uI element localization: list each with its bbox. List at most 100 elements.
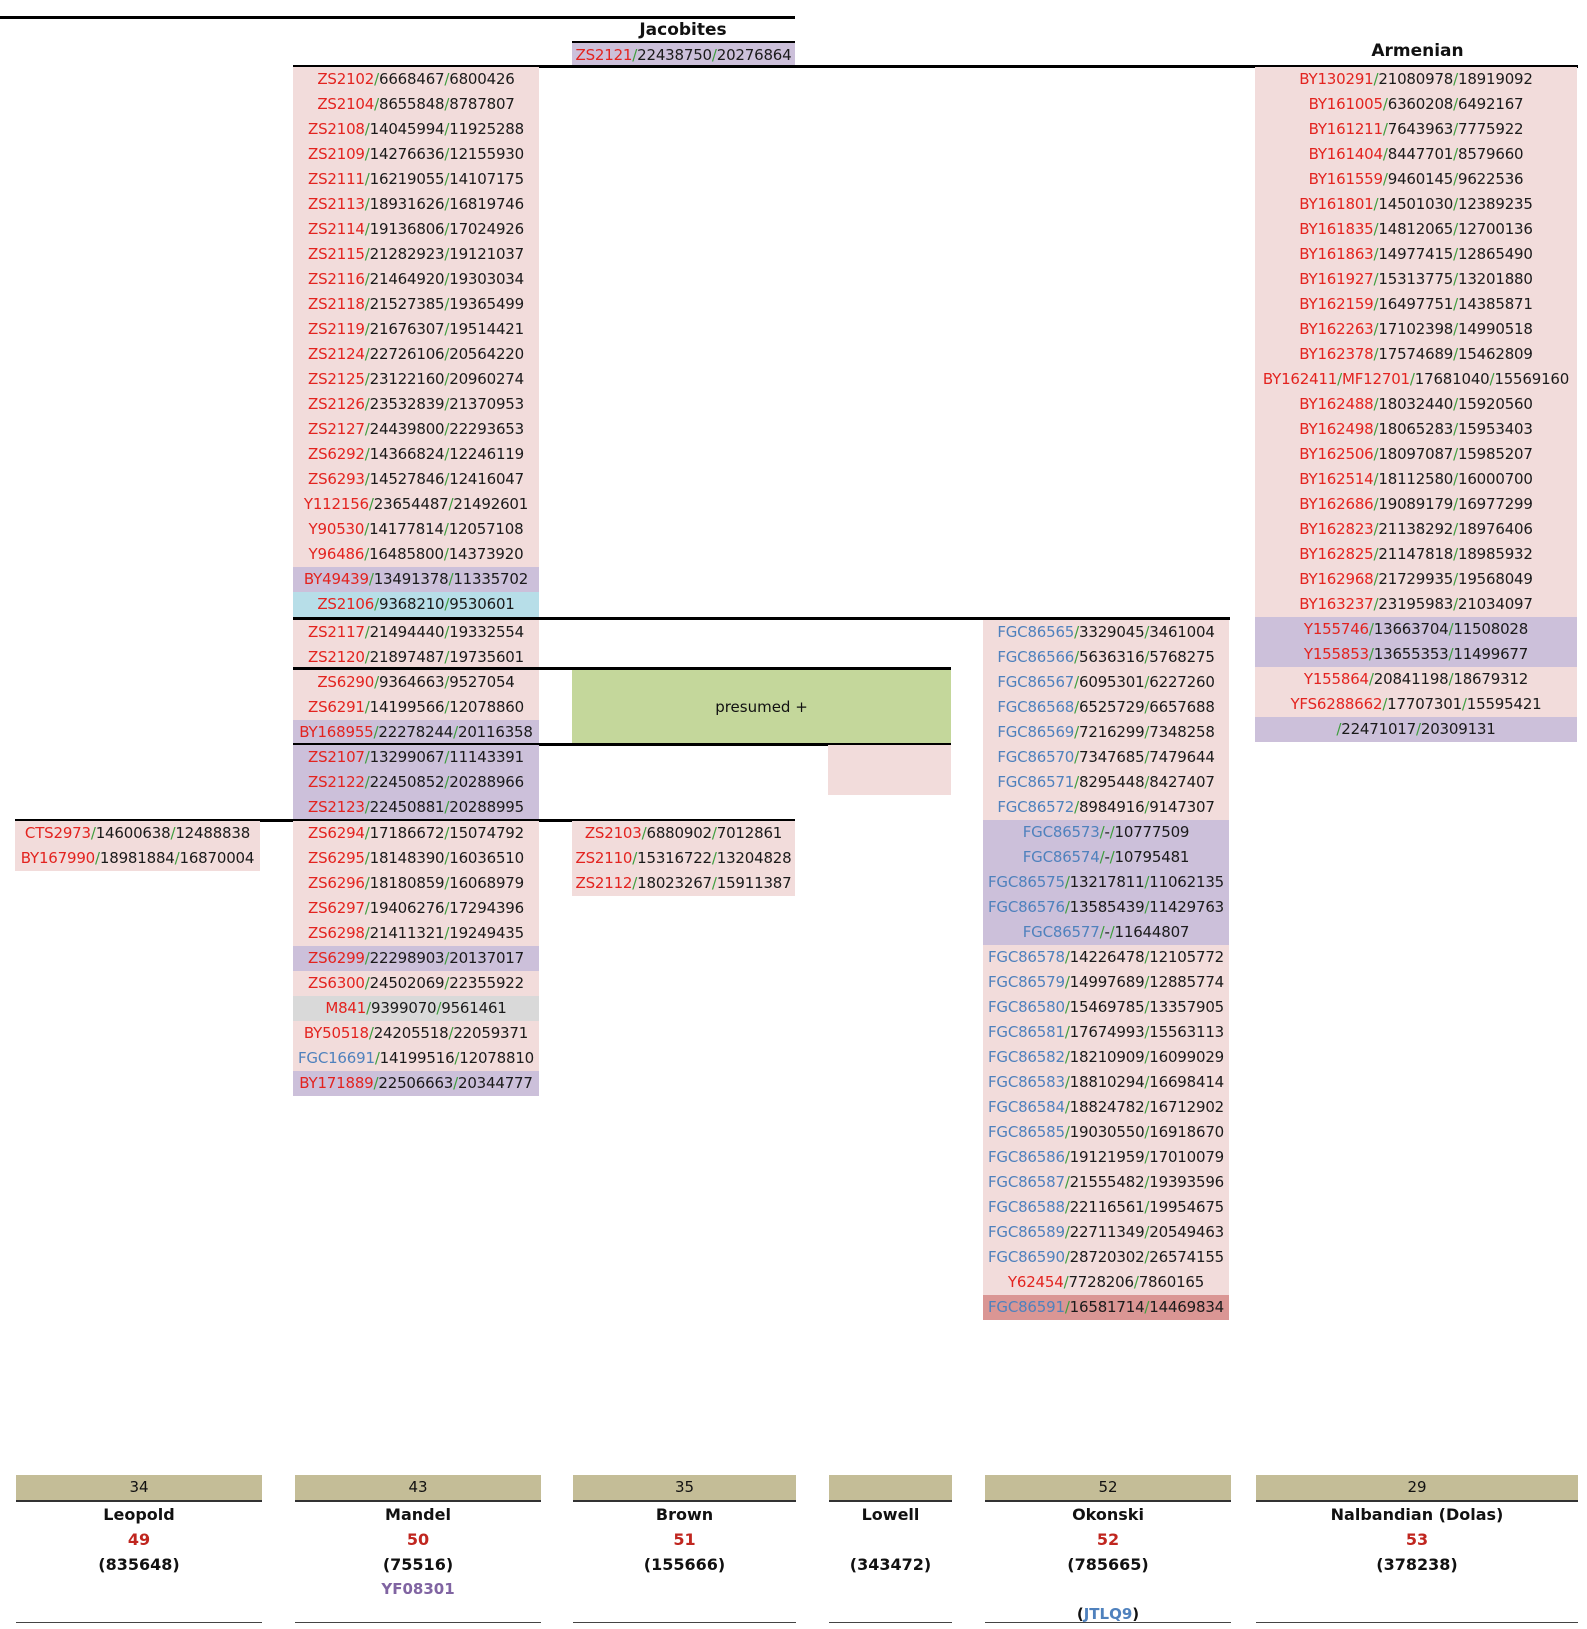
snp-position-hg19: 21555482 xyxy=(1069,1173,1145,1191)
separator: / xyxy=(444,195,450,213)
snp-cell: FGC86569/7216299/7348258 xyxy=(983,720,1229,745)
snp-position-hg19: 14812065 xyxy=(1378,220,1454,238)
separator: / xyxy=(1064,1248,1070,1266)
snp-name: FGC86570 xyxy=(997,748,1075,766)
snp-name: ZS6293 xyxy=(308,470,365,488)
snp-position-hg19: 22116561 xyxy=(1069,1198,1145,1216)
footer-nalbandian: 29 Nalbandian (Dolas) 53 (378238) xyxy=(1256,1475,1578,1623)
snp-position-hg38: 22293653 xyxy=(449,420,524,438)
separator: / xyxy=(444,748,450,766)
separator: / xyxy=(364,623,370,641)
separator: / xyxy=(1373,570,1379,588)
separator: / xyxy=(1373,195,1379,213)
separator: / xyxy=(444,595,450,613)
snp-cell: FGC86588/22116561/19954675 xyxy=(983,1195,1229,1220)
snp-name: BY162506 xyxy=(1299,445,1374,463)
separator: / xyxy=(1382,145,1388,163)
snp-position-hg19: 16219055 xyxy=(369,170,445,188)
snp-position-hg38: 7775922 xyxy=(1458,120,1524,138)
snp-name: BY162378 xyxy=(1299,345,1374,363)
snp-name: BY163237 xyxy=(1299,595,1374,613)
footer-index: 53 xyxy=(1405,1530,1429,1549)
snp-cell: FGC86586/19121959/17010079 xyxy=(983,1145,1229,1170)
separator: / xyxy=(1453,220,1458,238)
snp-position-hg19: 18180859 xyxy=(369,874,445,892)
snp-cell: ZS2122/22450852/20288966 xyxy=(293,770,539,795)
branch-line-2 xyxy=(293,617,1230,620)
separator: / xyxy=(444,974,450,992)
snp-position-hg38: 14990518 xyxy=(1458,320,1533,338)
snp-cell: BY162411/MF12701/17681040/15569160 xyxy=(1255,367,1577,392)
snp-position-hg38: 17024926 xyxy=(449,220,524,238)
separator: / xyxy=(1074,773,1080,791)
separator: / xyxy=(364,949,370,967)
snp-cell: ZS2124/22726106/20564220 xyxy=(293,342,539,367)
snp-name: ZS6291 xyxy=(308,698,365,716)
separator: / xyxy=(1099,923,1105,941)
snp-position-hg38: 14373920 xyxy=(448,545,524,563)
separator: / xyxy=(1109,848,1115,866)
separator: / xyxy=(1373,245,1379,263)
separator: / xyxy=(632,849,638,867)
separator: / xyxy=(1382,170,1388,188)
snp-position-hg19: 22278244 xyxy=(378,723,454,741)
snp-position-hg38: 16000700 xyxy=(1458,470,1533,488)
snp-cell: FGC86565/3329045/3461004 xyxy=(983,620,1229,645)
snp-position-hg19: 21729935 xyxy=(1378,570,1454,588)
snp-cell: FGC86579/14997689/12885774 xyxy=(983,970,1229,995)
snp-position-hg19: 19121959 xyxy=(1069,1148,1145,1166)
separator: / xyxy=(1373,70,1379,88)
footer-name: Nalbandian (Dolas) xyxy=(1330,1505,1504,1524)
separator: / xyxy=(364,924,370,942)
snp-position-hg19: 21897487 xyxy=(369,648,445,666)
snp-name: ZS2123 xyxy=(308,798,365,816)
snp-position-hg38: 17294396 xyxy=(449,899,524,917)
snp-position-hg38: 15563113 xyxy=(1149,1023,1225,1041)
snp-cell: ZS2118/21527385/19365499 xyxy=(293,292,539,317)
separator: / xyxy=(1144,648,1150,666)
separator: / xyxy=(364,170,370,188)
snp-name: BY161835 xyxy=(1299,220,1374,238)
separator: / xyxy=(1144,1198,1150,1216)
footer-name: Mandel xyxy=(385,1505,451,1524)
separator: / xyxy=(1373,470,1379,488)
snp-position-hg38: 15953403 xyxy=(1458,420,1533,438)
snp-position-hg19: 8655848 xyxy=(378,95,445,113)
snp-position-hg38: 26574155 xyxy=(1149,1248,1225,1266)
snp-position-hg38: 20276864 xyxy=(716,46,792,64)
separator: / xyxy=(444,849,450,867)
snp-position-hg38: 19121037 xyxy=(449,245,524,263)
snp-position-hg38: 7479644 xyxy=(1149,748,1215,766)
footer-link-jtlq9[interactable]: JTLQ9 xyxy=(1083,1605,1133,1623)
separator: / xyxy=(453,723,458,741)
separator: / xyxy=(374,673,379,691)
separator: / xyxy=(1144,798,1150,816)
snp-position-hg38: 20116358 xyxy=(458,723,533,741)
snp-cell: FGC86574/-/10795481 xyxy=(983,845,1229,870)
separator: / xyxy=(1144,1148,1150,1166)
separator: / xyxy=(448,495,454,513)
separator: / xyxy=(1144,998,1150,1016)
snp-cell: FGC86581/17674993/15563113 xyxy=(983,1020,1229,1045)
snp-position-hg19: 9460145 xyxy=(1387,170,1454,188)
jacobites-column: ZS2121/22438750/20276864 xyxy=(572,43,795,68)
snp-name: FGC86588 xyxy=(987,1198,1065,1216)
snp-position-hg19: 23122160 xyxy=(369,370,445,388)
snp-position-hg38: 16698414 xyxy=(1149,1073,1225,1091)
snp-name: FGC86579 xyxy=(987,973,1065,991)
snp-name: BY161559 xyxy=(1308,170,1383,188)
presumed-label: presumed + xyxy=(715,697,808,716)
snp-name: BY162159 xyxy=(1299,295,1374,313)
snp-position-hg38: 18679312 xyxy=(1453,670,1529,688)
snp-position-hg38: 15985207 xyxy=(1458,445,1533,463)
snp-name: ZS2124 xyxy=(308,345,365,363)
snp-position-hg19: 21464920 xyxy=(369,270,445,288)
snp-cell: ZS2102/6668467/6800426 xyxy=(293,67,539,92)
snp-cell: BY161863/14977415/12865490 xyxy=(1255,242,1577,267)
snp-position-hg38: 7348258 xyxy=(1149,723,1215,741)
snp-name: BY162514 xyxy=(1299,470,1374,488)
snp-cell: ZS6299/22298903/20137017 xyxy=(293,946,539,971)
snp-position-hg38: 21370953 xyxy=(449,395,524,413)
snp-name: ZS2102 xyxy=(317,70,375,88)
